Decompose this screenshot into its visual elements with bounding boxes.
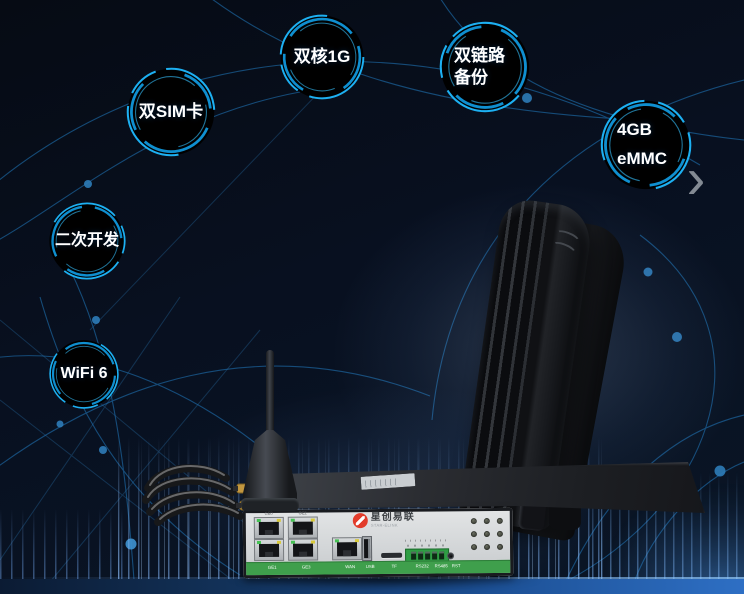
status-led	[496, 530, 503, 537]
status-led	[496, 517, 503, 524]
wifi-antenna-cone	[243, 430, 297, 502]
feature-badge-dual-sim: 双SIM卡	[125, 66, 217, 158]
wifi-antenna-rod	[266, 350, 274, 438]
router-front-panel: GE0 GE2 星创易联 STAR-ELINK GE1 GE3	[242, 507, 514, 579]
label-sticker	[360, 473, 416, 490]
feature-badge-secondary-dev: 二次开发	[47, 201, 127, 281]
status-led-grid	[470, 517, 504, 551]
terminal-wiring-diagram	[404, 539, 450, 548]
tech-ring-icon	[279, 14, 365, 100]
status-led	[497, 543, 504, 550]
stripe-label-usb: USB	[365, 565, 375, 570]
port-label-stripe: GE1 GE3 WAN USB TF RS232 RS485 RST	[246, 559, 511, 576]
tf-card-slot	[381, 552, 403, 558]
wifi-antenna	[240, 350, 300, 512]
status-led	[484, 544, 491, 551]
brand-logo: 星创易联 STAR-ELINK	[352, 511, 415, 531]
stripe-label-tf: TF	[391, 564, 397, 570]
stripe-label-wan: WAN	[345, 565, 356, 570]
status-led	[470, 518, 477, 525]
usb-port	[361, 536, 373, 562]
status-led	[470, 531, 477, 538]
brand-name-cn: 星创易联	[370, 511, 415, 524]
feature-badge-dual-core: 双核1G	[278, 13, 366, 101]
reset-button	[447, 552, 455, 560]
stripe-label-rs485: RS485	[434, 564, 448, 569]
status-led	[483, 518, 490, 525]
feature-label: 4GB eMMC	[617, 116, 675, 174]
carousel-next-button[interactable]: ›	[678, 148, 714, 207]
feature-label-line1: 双链路	[454, 45, 505, 65]
tech-ring-icon	[48, 202, 126, 280]
feature-label-line2: 备份	[454, 68, 488, 87]
feature-label: 双SIM卡	[138, 101, 204, 121]
feature-label: 双核1G	[293, 46, 351, 66]
feature-label: 双链路 备份	[454, 45, 516, 89]
feature-badge-dual-link: 双链路 备份	[438, 20, 532, 114]
chevron-right-icon: ›	[686, 144, 706, 211]
status-led	[471, 544, 478, 551]
feature-label-line1: 4GB	[617, 120, 652, 140]
ethernet-port-wan	[331, 537, 363, 561]
tech-ring-icon	[126, 67, 216, 157]
port-label-ge2: GE2	[298, 511, 307, 516]
wifi-antenna-base	[241, 498, 299, 511]
tech-ring-icon	[600, 99, 692, 191]
brand-name-en: STAR-ELINK	[370, 523, 399, 529]
tech-ring-icon	[49, 339, 119, 409]
stripe-label-rst: RST	[451, 564, 461, 569]
ethernet-port-ge2	[287, 516, 318, 539]
ethernet-port-ge3	[287, 538, 319, 561]
stripe-label-ge3: GE3	[301, 565, 311, 570]
feature-label: 二次开发	[54, 231, 119, 249]
stripe-label-ge1: GE1	[267, 565, 277, 571]
tech-ring-icon	[439, 21, 531, 113]
feature-label: WiFi 6	[60, 364, 108, 382]
feature-badge-wifi6: WiFi 6	[48, 338, 120, 410]
ethernet-port-ge1	[253, 538, 285, 562]
feature-badge-emmc: 4GB eMMC	[599, 98, 693, 192]
brand-logo-icon	[352, 513, 368, 529]
status-led	[483, 531, 490, 538]
feature-label-line2: eMMC	[617, 149, 668, 168]
stripe-label-rs232: RS232	[415, 564, 429, 569]
